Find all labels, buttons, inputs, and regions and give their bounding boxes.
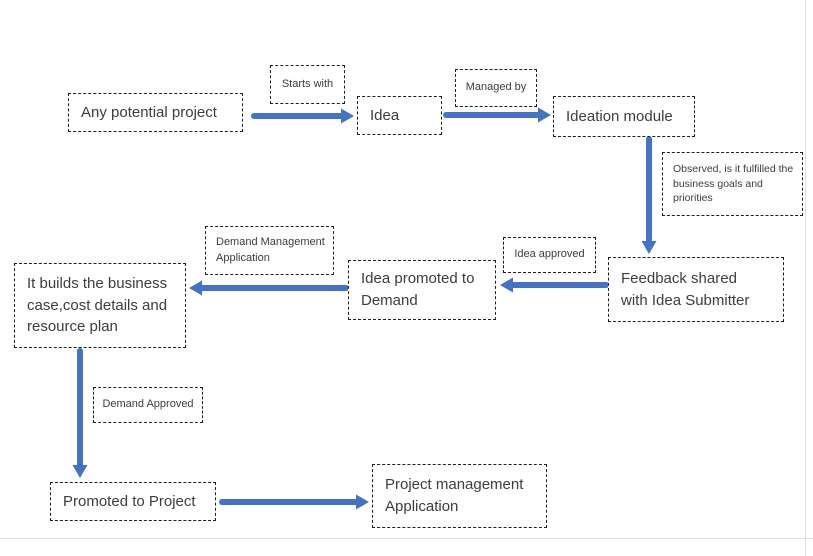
edge-label-text: Idea approved <box>514 248 585 261</box>
node-any-potential-project[interactable]: Any potential project <box>68 93 243 132</box>
node-label: Idea promoted to Demand <box>361 270 475 309</box>
connector-idea-approved[interactable] <box>500 277 609 293</box>
edge-label-managed-by[interactable]: Managed by <box>455 69 537 107</box>
node-feedback-shared-with-idea-submitter[interactable]: Feedback shared with Idea Submitter <box>608 257 784 322</box>
connector-managed-by[interactable] <box>443 107 551 123</box>
connector-demand-approved[interactable] <box>72 348 88 478</box>
node-label: Feedback shared with Idea Submitter <box>621 269 750 309</box>
edge-label-text: Demand Management Application <box>216 235 325 264</box>
connector-promoted-to-project[interactable] <box>219 494 369 510</box>
connector-observed[interactable] <box>641 136 657 254</box>
node-label: Any potential project <box>81 103 217 121</box>
edge-label-demand-management-application[interactable]: Demand Management Application <box>205 226 334 275</box>
edge-label-text: Managed by <box>465 81 527 94</box>
connector-starts-with[interactable] <box>251 108 354 124</box>
edge-label-observed[interactable]: Observed, is it fulfilled the business g… <box>662 152 803 216</box>
edge-label-text: Observed, is it fulfilled the business g… <box>673 162 794 205</box>
node-label: It builds the business case,cost details… <box>27 274 168 336</box>
node-builds-business-case[interactable]: It builds the business case,cost details… <box>14 263 186 348</box>
node-label: Project management Application <box>385 476 524 515</box>
canvas-bottom-border <box>0 538 813 539</box>
node-idea-promoted-to-demand[interactable]: Idea promoted to Demand <box>348 260 496 320</box>
node-project-management-application[interactable]: Project management Application <box>372 464 547 528</box>
node-promoted-to-project[interactable]: Promoted to Project <box>50 482 216 521</box>
node-ideation-module[interactable]: Ideation module <box>553 96 695 137</box>
node-label: Idea <box>370 106 400 124</box>
node-label: Ideation module <box>566 107 673 125</box>
edge-label-starts-with[interactable]: Starts with <box>270 65 345 104</box>
node-idea[interactable]: Idea <box>357 96 442 135</box>
connector-demand-management[interactable] <box>189 280 349 296</box>
edge-label-text: Starts with <box>281 77 334 90</box>
edge-label-text: Demand Approved <box>102 398 194 411</box>
edge-label-idea-approved[interactable]: Idea approved <box>503 237 596 273</box>
canvas-right-border <box>805 0 806 556</box>
edge-label-demand-approved[interactable]: Demand Approved <box>93 387 203 423</box>
node-label: Promoted to Project <box>63 492 196 510</box>
